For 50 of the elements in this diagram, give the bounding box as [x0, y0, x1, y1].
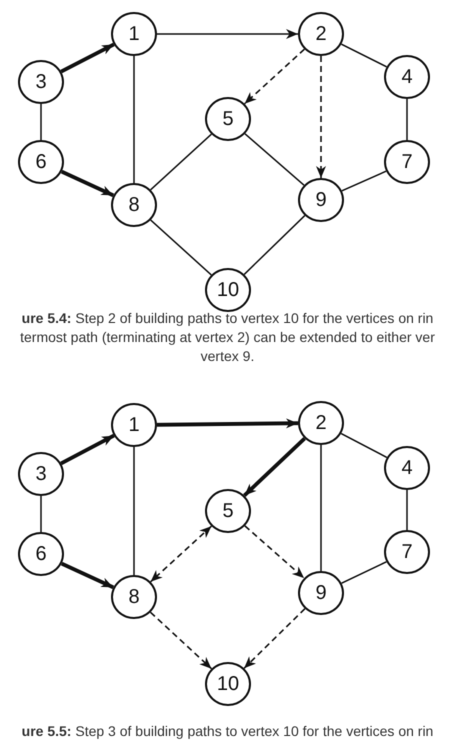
vertex-circle: 6	[18, 140, 64, 184]
arrow	[150, 612, 212, 670]
vertex-circle: 9	[298, 178, 344, 222]
vertex-circle: 8	[111, 183, 157, 227]
vertex-circle: 3	[18, 60, 64, 104]
vertex-circle: 10	[205, 268, 251, 312]
connector-line	[150, 134, 212, 190]
vertex-circle: 5	[205, 489, 251, 533]
vertex-circle: 3	[18, 452, 64, 496]
arrow	[244, 525, 305, 579]
connector-line	[340, 432, 388, 458]
vertex-circle: 1	[111, 12, 157, 56]
double-arrow	[150, 526, 212, 582]
vertex-circle: 5	[205, 97, 251, 141]
connector-line	[406, 490, 408, 530]
connector-line	[40, 496, 42, 532]
arrow	[244, 608, 306, 669]
connector-line	[150, 220, 212, 276]
vertex-circle: 4	[384, 446, 430, 490]
vertex-circle: 1	[111, 403, 157, 447]
arrow	[60, 434, 115, 466]
figure-caption: ure 5.4: Step 2 of building paths to vertex 10 for the vertices on rin termost path (terminating at vertex 2) can be extended to either ver vertex 9.	[19, 309, 436, 366]
arrow	[316, 56, 326, 178]
connector-line	[341, 561, 387, 584]
connector-line	[244, 215, 306, 275]
arrow	[157, 29, 298, 39]
arrow	[244, 48, 305, 104]
connector-line	[133, 447, 135, 575]
figure-caption: ure 5.5: Step 3 of building paths to vertex 10 for the vertices on rin	[20, 722, 434, 741]
vertex-circle: 7	[384, 530, 430, 574]
connector-line	[244, 133, 304, 186]
connector-line	[40, 104, 42, 140]
vertex-circle: 10	[205, 662, 251, 706]
connector-line	[341, 44, 387, 68]
arrow	[60, 170, 114, 198]
arrow	[243, 437, 306, 497]
vertex-circle: 8	[111, 575, 157, 619]
arrow	[60, 562, 114, 590]
vertex-circle: 6	[18, 532, 64, 576]
connector-line	[133, 56, 135, 183]
vertex-circle: 9	[298, 571, 344, 615]
arrow	[156, 418, 298, 428]
vertex-circle: 2	[298, 12, 344, 56]
connector-line	[406, 99, 408, 140]
vertex-circle: 2	[298, 401, 344, 445]
connector-line	[320, 445, 322, 571]
vertex-circle: 7	[384, 140, 430, 184]
connector-line	[342, 170, 386, 192]
arrow	[60, 42, 115, 74]
vertex-circle: 4	[384, 55, 430, 99]
